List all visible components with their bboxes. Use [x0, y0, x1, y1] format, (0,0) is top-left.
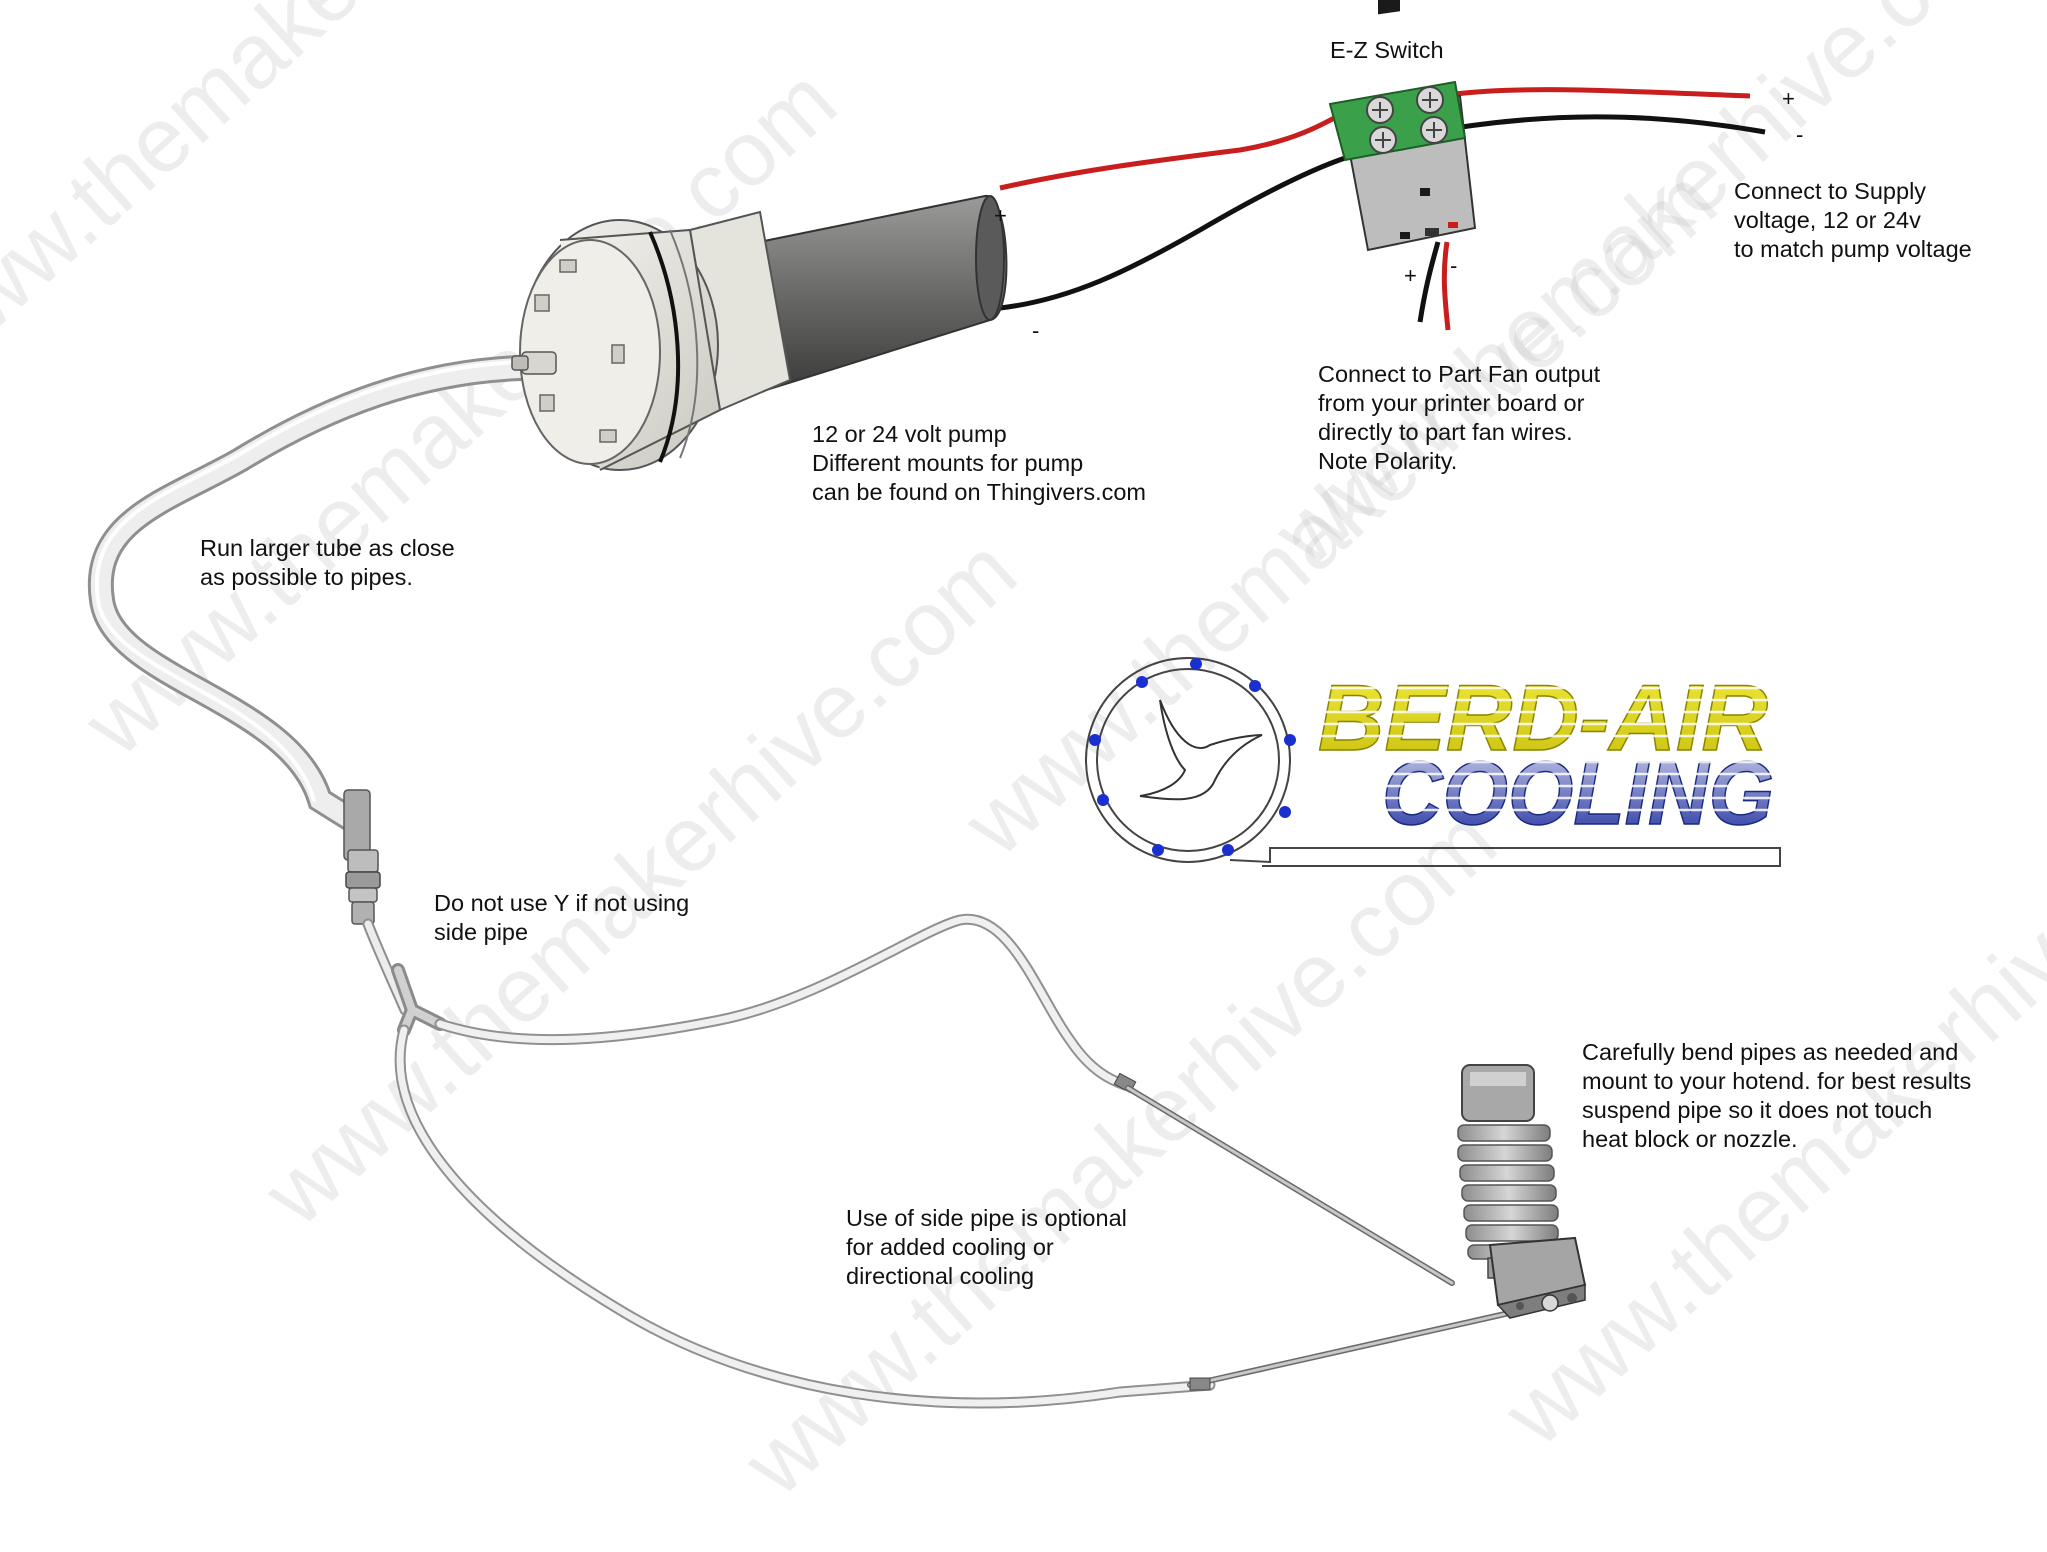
partfan-note-line: Note Polarity.	[1318, 447, 1600, 476]
watermark-text: www.themakerhive.com	[724, 789, 1515, 1515]
side-pipe-note-line: directional cooling	[846, 1262, 1127, 1291]
pump-note-line: can be found on Thingivers.com	[812, 478, 1146, 507]
y-connector-note: Do not use Y if not using side pipe	[434, 889, 689, 947]
supply-minus-marker: -	[1796, 122, 1803, 148]
supply-plus-marker: +	[1782, 86, 1795, 112]
bend-pipes-note-line: mount to your hotend. for best results	[1582, 1067, 1971, 1096]
partfan-note-line: directly to part fan wires.	[1318, 418, 1600, 447]
pump-minus-marker: -	[1032, 318, 1039, 344]
bend-pipes-note-line: heat block or nozzle.	[1582, 1125, 1971, 1154]
logo-line-2: COOLING	[1382, 744, 1774, 844]
tube-reducer-fitting	[344, 790, 380, 924]
supply-note: Connect to Supply voltage, 12 or 24v to …	[1734, 177, 1972, 264]
bend-pipes-note-line: Carefully bend pipes as needed and	[1582, 1038, 1971, 1067]
partfan-minus-marker: -	[1450, 253, 1457, 279]
partfan-note-line: Connect to Part Fan output	[1318, 360, 1600, 389]
hotend	[1458, 1065, 1585, 1318]
tube-note: Run larger tube as close as possible to …	[200, 534, 455, 592]
bend-pipes-note-line: suspend pipe so it does not touch	[1582, 1096, 1971, 1125]
pump-plus-marker: +	[994, 203, 1007, 229]
side-pipe-note-line: for added cooling or	[846, 1233, 1127, 1262]
switch-title: E-Z Switch	[1330, 36, 1444, 65]
supply-note-line: Connect to Supply	[1734, 177, 1972, 206]
partfan-wires	[1420, 242, 1448, 330]
y-connector-note-line: side pipe	[434, 918, 689, 947]
pump-note-line: Different mounts for pump	[812, 449, 1146, 478]
pump-note-line: 12 or 24 volt pump	[812, 420, 1146, 449]
supply-note-line: to match pump voltage	[1734, 235, 1972, 264]
pump-note: 12 or 24 volt pump Different mounts for …	[812, 420, 1146, 507]
partfan-plus-marker: +	[1404, 263, 1417, 289]
partfan-note-line: from your printer board or	[1318, 389, 1600, 418]
supply-note-line: voltage, 12 or 24v	[1734, 206, 1972, 235]
y-connector-note-line: Do not use Y if not using	[434, 889, 689, 918]
bend-pipes-note: Carefully bend pipes as needed and mount…	[1582, 1038, 1971, 1154]
tube-note-line: Run larger tube as close	[200, 534, 455, 563]
tube-note-line: as possible to pipes.	[200, 563, 455, 592]
side-pipe-note: Use of side pipe is optional for added c…	[846, 1204, 1127, 1291]
pump-wires	[1000, 112, 1345, 308]
side-pipe-note-line: Use of side pipe is optional	[846, 1204, 1127, 1233]
partfan-note: Connect to Part Fan output from your pri…	[1318, 360, 1600, 476]
